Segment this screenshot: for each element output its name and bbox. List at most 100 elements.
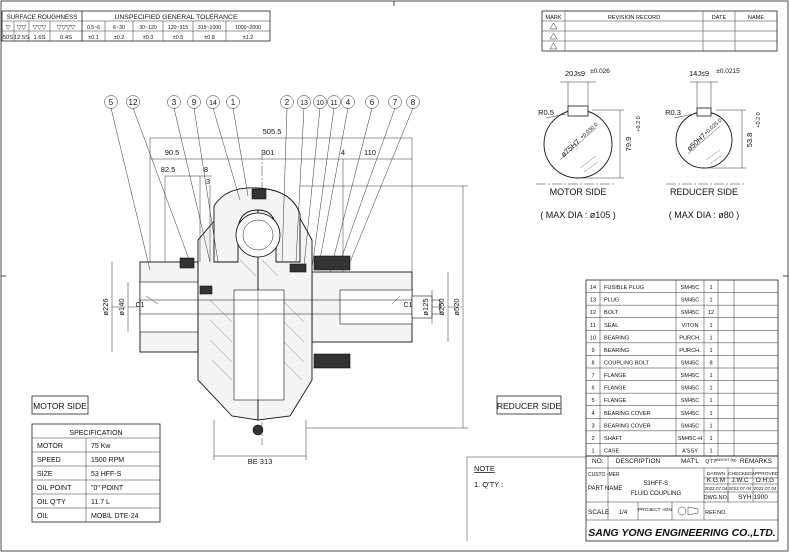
coupling-section-view [112, 150, 462, 445]
motor-keyway-section: 20Js9 ±0.026 R0.5 ø75H7 +0.030 0 79.9 +0… [536, 68, 642, 220]
reducer-key-tol: ±0.0215 [716, 68, 740, 75]
bom-mat: SM45C [681, 285, 700, 291]
reducer-keyway-section: 14Js9 ±0.0215 R0.3 ø50H7 +0.025 0 53.8 +… [665, 68, 762, 220]
title-block: NO. DESCRIPTION MAT'L Q'TY WEIGHT (kg) R… [585, 455, 779, 542]
bom-mat: SM45C [681, 411, 700, 417]
revision-triangle-icon [549, 32, 558, 40]
dimension-label: ø140 [117, 298, 126, 315]
bom-mat: PURCH. [679, 348, 701, 354]
tolerance-range: 315~1000 [198, 25, 221, 31]
bom-desc: BEARING COVER [604, 411, 651, 417]
dimension-label: C1 [404, 302, 413, 309]
balloon-7: 7 [339, 95, 402, 263]
bom-no: 3 [591, 423, 594, 429]
motor-depth-tol: +0.2 0 [636, 116, 642, 131]
date-approved: 2022.07.04 [754, 486, 777, 491]
revision-header: NAME [748, 15, 764, 21]
svg-text:2: 2 [285, 98, 290, 107]
bom-no: 13 [590, 298, 596, 304]
spec-label: OIL POINT [37, 485, 72, 492]
bom-mat: A'SSY [682, 448, 698, 454]
dimension-label: 90.5 [165, 148, 180, 157]
tolerance-range: 120~315 [168, 25, 188, 31]
motor-key-width: 20Js9 [565, 69, 585, 78]
bom-header-qty: Q'TY [705, 459, 717, 465]
bom-header-mat: MAT'L [681, 458, 699, 465]
bom-qty: 1 [709, 373, 712, 379]
bom-qty: 1 [709, 411, 712, 417]
svg-text:3: 3 [172, 98, 177, 107]
bom-qty: 1 [709, 298, 712, 304]
balloon-12: 12 [126, 95, 191, 263]
dimension-label: 8 [204, 165, 208, 174]
spec-value: 11.7 L [91, 499, 110, 506]
reducer-radius: R0.3 [665, 108, 681, 117]
tolerance-value: ±0.2 [114, 35, 124, 41]
balloon-13: 13 [295, 95, 311, 263]
roughness-value: 0.4S [60, 35, 72, 41]
bom-desc: BEARING COVER [604, 423, 651, 429]
dimension-lines: 505.5 90.5 301 110 82.5 8 3 4 BE 313 ø22… [101, 127, 468, 466]
tolerance-value: ±0.1 [88, 35, 98, 41]
bom-qty: 12 [708, 310, 714, 316]
projection-symbol-icon [677, 506, 699, 516]
balloon-14: 14 [206, 95, 241, 201]
approved-label: APPROVED [752, 471, 779, 477]
dwg-no: SYH 1900 [738, 494, 768, 501]
svg-text:9: 9 [192, 98, 197, 107]
customer-label: CUSTO -MER [588, 472, 620, 478]
motor-side-label: MOTOR SIDE [31, 395, 89, 415]
dimension-label: 4 [341, 148, 345, 157]
spec-value: MOBIL DTE-24 [91, 513, 139, 520]
roughness-title: SURFACE ROUGHNESS [7, 14, 78, 21]
scale-value: 1/4 [619, 510, 628, 516]
dwg-no-label: DWG.NO. [704, 495, 729, 501]
part-balloons: 5 12 3 9 14 1 2 [104, 95, 420, 273]
bom-no: 8 [591, 360, 594, 366]
tolerance-range: 6~30 [113, 25, 125, 31]
bom-desc: FUSIBLE PLUG [604, 285, 644, 291]
bom-no: 6 [591, 386, 594, 392]
roughness-value: 1.6S [34, 35, 46, 41]
dimension-label: 301 [262, 148, 275, 157]
roughness-symbol: ▽▽▽▽ [57, 25, 76, 31]
spec-value: 75 Kw [91, 443, 111, 450]
bom-header-remarks: REMARKS [740, 458, 773, 465]
reducer-depth: 53.8 [745, 133, 754, 148]
svg-text:13: 13 [300, 100, 308, 107]
svg-text:MOTOR SIDE: MOTOR SIDE [33, 401, 87, 411]
bom-qty: 1 [709, 448, 712, 454]
bom-no: 4 [591, 411, 594, 417]
roughness-symbol: ▽▽▽ [33, 25, 47, 31]
balloon-1: 1 [226, 95, 249, 197]
tolerance-value: ±1.2 [243, 35, 253, 41]
bom-no: 14 [590, 285, 596, 291]
scale-label: SCALE [588, 509, 610, 516]
svg-text:7: 7 [393, 98, 398, 107]
dimension-label: ø125 [421, 298, 430, 315]
bom-header-weight: WEIGHT (kg) [716, 458, 737, 462]
svg-text:12: 12 [129, 98, 138, 107]
note-block: NOTE 1. Q'TY : [466, 456, 586, 541]
balloon-4: 4 [317, 95, 355, 271]
bom-no: 2 [591, 436, 594, 442]
bom-mat: SM45C [681, 310, 700, 316]
approved-by: O.H.G [756, 477, 774, 484]
checked-by: J.W.C [731, 477, 749, 484]
motor-section-title: MOTOR SIDE [550, 187, 607, 197]
revision-header: REVISION RECORD [608, 15, 661, 21]
bom-mat: SM45C-H [678, 436, 703, 442]
date-checked: 2022.07.04 [729, 486, 752, 491]
roughness-value: 50S [3, 35, 13, 41]
revision-table: MARK REVISION RECORD DATE NAME [541, 10, 778, 52]
bom-qty: 1 [709, 335, 712, 341]
revision-header: MARK [545, 15, 561, 21]
tolerance-value: ±0.5 [173, 35, 183, 41]
bom-qty: 1 [709, 348, 712, 354]
part-name-line1: 53HFF-S [644, 481, 668, 487]
date-drawn: 2022.07.04 [705, 486, 728, 491]
svg-text:6: 6 [370, 98, 375, 107]
bom-header-no: NO. [592, 458, 604, 465]
svg-text:1: 1 [231, 98, 236, 107]
bom-qty: 1 [709, 323, 712, 329]
